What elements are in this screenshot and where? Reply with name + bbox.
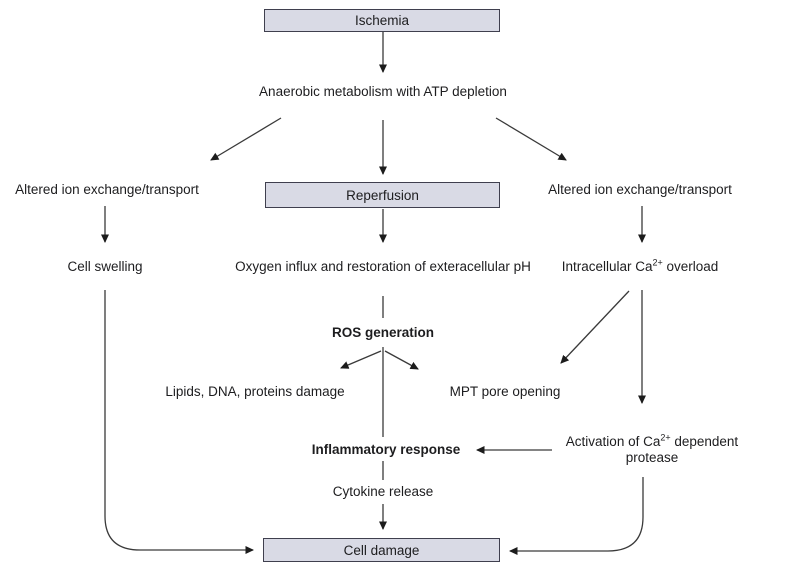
- arrow-anaerobic-to-altered-right: [495, 117, 567, 161]
- arrow-protease-to-cell-damage: [509, 477, 644, 555]
- activation-superscript: 2+: [660, 432, 671, 443]
- intracellular-superscript: 2+: [652, 257, 663, 268]
- node-inflammatory-response: Inflammatory response: [311, 442, 461, 457]
- activation-text-post: dependent protease: [625, 434, 739, 465]
- node-activation-protease: Activation of Ca2+ dependent protease: [557, 432, 747, 466]
- node-mpt-pore-opening: MPT pore opening: [449, 384, 561, 399]
- node-oxygen-influx: Oxygen influx and restoration of exterac…: [235, 259, 531, 274]
- node-cell-damage-label: Cell damage: [343, 542, 420, 558]
- node-cell-damage-box: Cell damage: [263, 538, 500, 562]
- arrow-anaerobic-to-altered-left: [210, 117, 282, 161]
- arrow-ros-to-mpt: [384, 350, 419, 370]
- intracellular-text-post: overload: [662, 259, 719, 274]
- activation-text-pre: Activation of Ca: [565, 434, 661, 449]
- node-cell-swelling: Cell swelling: [67, 259, 143, 274]
- node-ros-generation: ROS generation: [331, 325, 435, 340]
- node-altered-ion-left: Altered ion exchange/transport: [15, 182, 199, 197]
- node-reperfusion-box: Reperfusion: [265, 182, 500, 208]
- node-altered-ion-right: Altered ion exchange/transport: [548, 182, 732, 197]
- node-reperfusion-label: Reperfusion: [346, 187, 419, 203]
- node-intracellular-ca-overload: Intracellular Ca2+ overload: [561, 257, 719, 275]
- arrow-cell-swelling-to-cell-damage: [104, 290, 254, 554]
- arrow-ros-to-lipids: [340, 350, 382, 369]
- intracellular-text-pre: Intracellular Ca: [561, 259, 653, 274]
- node-anaerobic-metabolism: Anaerobic metabolism with ATP depletion: [259, 84, 507, 99]
- node-ischemia-box: Ischemia: [264, 9, 500, 32]
- node-ischemia-label: Ischemia: [354, 13, 410, 28]
- arrow-intracellular-to-mpt: [560, 290, 630, 364]
- node-lipids-dna-proteins-damage: Lipids, DNA, proteins damage: [165, 384, 345, 399]
- node-cytokine-release: Cytokine release: [332, 484, 434, 499]
